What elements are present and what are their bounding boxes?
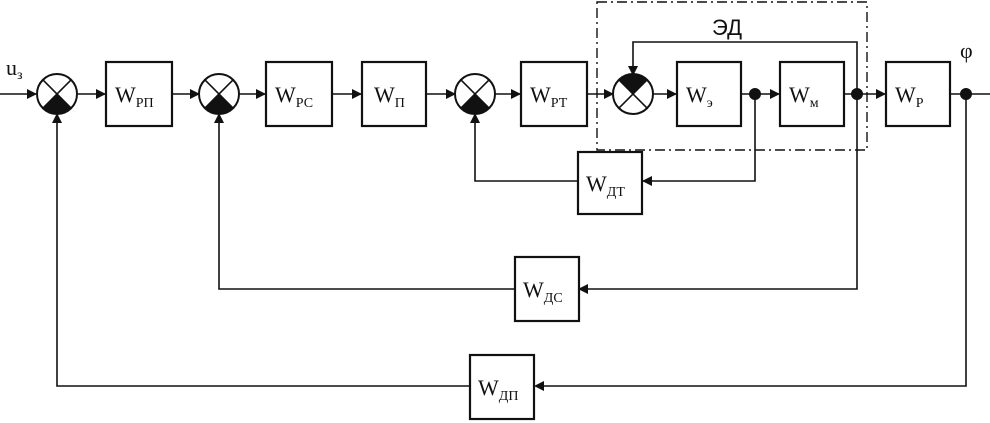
forward-path bbox=[0, 89, 990, 99]
branch-node-current bbox=[749, 88, 761, 100]
block-w-e: Wэ bbox=[675, 60, 743, 128]
output-signal-label: φ bbox=[960, 38, 973, 63]
svg-text:Wм: Wм bbox=[789, 82, 819, 111]
summing-junction-4 bbox=[612, 73, 654, 115]
block-w-p: WП bbox=[360, 60, 428, 128]
input-signal-label: uз bbox=[6, 55, 23, 83]
svg-text:WП: WП bbox=[374, 82, 405, 111]
summing-junction-2 bbox=[198, 73, 240, 115]
branch-node-speed bbox=[851, 88, 863, 100]
svg-text:WДС: WДС bbox=[523, 277, 563, 306]
motor-group-label: ЭД bbox=[712, 15, 742, 40]
block-w-rs: WРС bbox=[264, 60, 334, 128]
block-w-dp: WДП bbox=[468, 353, 536, 421]
svg-text:WДТ: WДТ bbox=[586, 171, 625, 200]
svg-text:WДП: WДП bbox=[478, 375, 518, 404]
svg-text:Wэ: Wэ bbox=[686, 82, 713, 111]
block-w-rp: WРП bbox=[104, 60, 174, 128]
motor-group-boundary bbox=[596, 1, 868, 151]
block-w-m: Wм bbox=[778, 60, 846, 128]
block-w-rt: WРТ bbox=[519, 60, 589, 128]
summing-junction-1 bbox=[36, 73, 78, 115]
branch-node-output bbox=[960, 88, 972, 100]
feedback-paths bbox=[52, 41, 967, 391]
svg-text:WР: WР bbox=[895, 82, 924, 111]
svg-text:WРС: WРС bbox=[275, 82, 313, 111]
block-w-r: WР bbox=[884, 60, 952, 128]
summing-junction-3 bbox=[454, 73, 496, 115]
block-w-dt: WДТ bbox=[576, 150, 644, 216]
block-w-ds: WДС bbox=[513, 255, 581, 323]
svg-text:WРП: WРП bbox=[115, 82, 154, 111]
svg-text:WРТ: WРТ bbox=[530, 82, 568, 111]
